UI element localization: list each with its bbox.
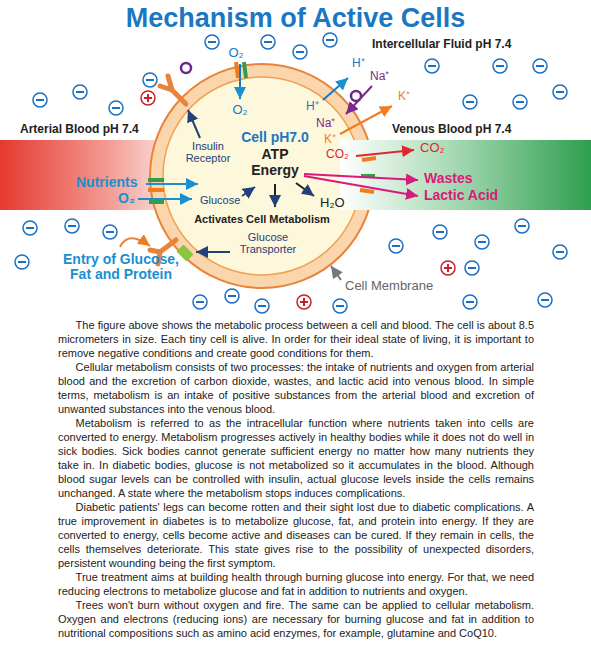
node-text: O₂ bbox=[232, 103, 247, 117]
ion-symbol bbox=[261, 35, 275, 49]
body-paragraph: True treatment aims at building health t… bbox=[58, 570, 534, 598]
title: Mechanism of Active Cells bbox=[126, 4, 466, 34]
ion-symbol bbox=[553, 245, 567, 259]
ion-label: H⁺ bbox=[352, 57, 365, 70]
ion-symbol bbox=[553, 85, 567, 99]
node-text: Arterial Blood pH 7.4 bbox=[20, 123, 139, 136]
ion-symbol bbox=[297, 295, 311, 309]
node-text: CO₂ bbox=[326, 148, 349, 161]
ion-symbol bbox=[463, 95, 477, 109]
ion-symbol bbox=[225, 289, 239, 303]
ion-symbol bbox=[538, 293, 552, 307]
node-text: H⁺ bbox=[306, 100, 319, 113]
ion-symbol bbox=[389, 239, 403, 253]
node-text: Cell pH7.0 bbox=[241, 130, 309, 145]
membrane-label: Cell Membrane bbox=[345, 279, 433, 293]
node-text: Venous Blood pH 7.4 bbox=[392, 123, 511, 136]
ion-symbol bbox=[15, 255, 29, 269]
body-paragraph: Metabolism is referred to as the intrace… bbox=[58, 416, 534, 500]
node-text: CO₂ bbox=[420, 141, 445, 155]
entry-label: Entry of Glucose, Fat and Protein bbox=[62, 252, 180, 283]
ion-label: Na⁺ bbox=[370, 70, 389, 83]
body-paragraph: Trees won't burn without oxygen and fire… bbox=[58, 598, 534, 640]
node-text: K⁺ bbox=[324, 133, 336, 146]
ion-symbol bbox=[513, 95, 527, 109]
node-text: Lactic Acid bbox=[424, 188, 498, 203]
region-label: Intercellular Fluid pH 7.4 bbox=[372, 38, 511, 51]
ion-symbol bbox=[205, 35, 219, 49]
body-paragraph: Diabetic patients' legs can become rotte… bbox=[58, 500, 534, 570]
node-text: Na⁺ bbox=[316, 117, 335, 130]
ion-symbol bbox=[65, 219, 79, 233]
ion-symbol bbox=[193, 295, 207, 309]
node-text: Glucose Transporter bbox=[232, 231, 304, 255]
ion-label: O₂ bbox=[228, 46, 243, 60]
node-text: Activates Cell Metabolism bbox=[194, 213, 330, 225]
ion-symbol bbox=[143, 73, 157, 87]
body-paragraph: The figure above shows the metabolic pro… bbox=[58, 318, 534, 360]
node-text: Wastes bbox=[424, 171, 473, 186]
body-paragraph: Cellular metabolism consists of two proc… bbox=[58, 360, 534, 416]
ion-symbol bbox=[463, 295, 477, 309]
ion-symbol bbox=[109, 101, 123, 115]
node-text: Energy bbox=[251, 163, 298, 178]
venous-band: Venous Blood pH 7.4CO₂WastesLactic Acid bbox=[340, 140, 591, 210]
ion-symbol bbox=[475, 235, 489, 249]
node-text: Insulin Receptor bbox=[180, 140, 236, 164]
ion-symbol bbox=[333, 299, 347, 313]
ion-symbol bbox=[141, 91, 155, 105]
ion-symbol bbox=[465, 261, 479, 275]
node-text: H₂O bbox=[320, 196, 345, 210]
ion-label: K⁺ bbox=[398, 90, 410, 103]
ion-symbol bbox=[533, 59, 547, 73]
ion-symbol bbox=[181, 63, 191, 73]
node-text: Glucose bbox=[200, 194, 240, 206]
ion-symbol bbox=[493, 59, 507, 73]
ion-symbol bbox=[425, 59, 439, 73]
node-text: O₂ bbox=[118, 191, 135, 206]
node-text: ATP bbox=[262, 147, 289, 162]
ion-symbol bbox=[23, 221, 37, 235]
ion-symbol bbox=[323, 33, 337, 47]
ion-symbol bbox=[255, 299, 269, 313]
ion-symbol bbox=[293, 45, 307, 59]
node-text: Nutrients bbox=[76, 175, 137, 190]
ion-symbol bbox=[73, 85, 87, 99]
ion-symbol bbox=[433, 225, 447, 239]
ion-symbol bbox=[441, 261, 455, 275]
ion-symbol bbox=[103, 225, 117, 239]
ion-symbol bbox=[515, 219, 529, 233]
ion-symbol bbox=[33, 93, 47, 107]
